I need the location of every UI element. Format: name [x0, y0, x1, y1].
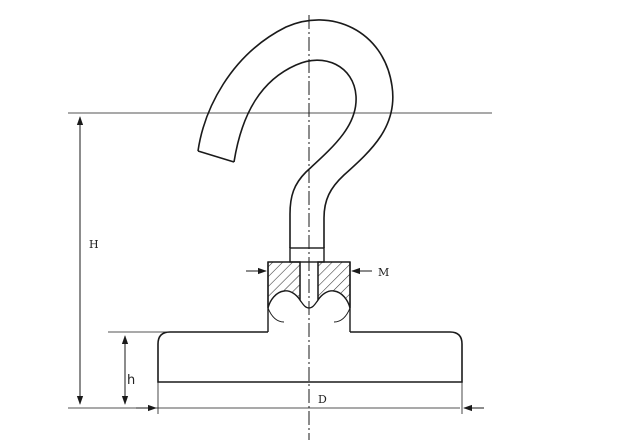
hub-section [267, 261, 351, 332]
dimension-D-label: D [318, 393, 327, 406]
dimension-M-label: M [378, 266, 389, 279]
hook-wire [197, 19, 394, 248]
dimension-H-label: H [89, 238, 99, 251]
thread-neck [289, 247, 325, 263]
dimension-h-label: h [127, 373, 135, 388]
base-plate [157, 331, 463, 383]
